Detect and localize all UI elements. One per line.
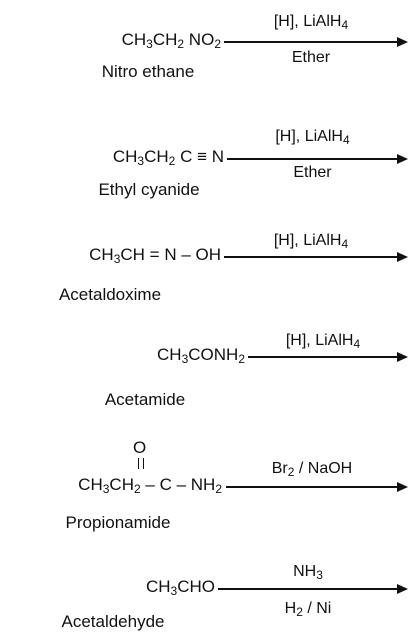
- double-bond-line: [138, 458, 140, 469]
- text-run: [H], LiAlH: [273, 232, 342, 249]
- subscript: 4: [341, 237, 349, 251]
- reaction-arrow: [248, 356, 398, 358]
- reagent-above-arrow: [H], LiAlH4: [221, 232, 401, 250]
- text-run: Ether: [293, 164, 332, 181]
- text-run: Ether: [291, 49, 331, 66]
- reactant-formula: CH3CHO: [146, 577, 215, 597]
- reactant-name: Acetaldoxime: [58, 285, 162, 304]
- text-run: CH: [145, 577, 171, 596]
- subscript: 2: [215, 482, 222, 496]
- text-run: [H], LiAlH: [275, 128, 343, 145]
- subscript: 3: [181, 352, 189, 366]
- text-run: CH: [152, 30, 178, 49]
- reactant-formula: CH3CH2 C ≡ N: [113, 147, 224, 167]
- text-run: CH: [78, 475, 103, 494]
- subscript: 2: [287, 465, 295, 479]
- text-run: CH: [121, 30, 147, 49]
- text-run: CH = N – OH: [120, 245, 221, 264]
- reactant-name: Ethyl cyanide: [98, 180, 200, 199]
- subscript: 4: [342, 133, 350, 147]
- text-run: C ≡ N: [175, 147, 224, 166]
- reaction-arrow: [224, 41, 398, 43]
- text-run: CH: [112, 147, 138, 166]
- arrow-head: [397, 36, 408, 47]
- subscript: 2: [214, 37, 221, 51]
- text-run: / NaOH: [294, 460, 353, 477]
- arrow-head: [397, 153, 408, 164]
- text-run: CHO: [177, 577, 215, 596]
- text-run: [H], LiAlH: [273, 13, 342, 30]
- subscript: 3: [137, 154, 145, 168]
- text-run: CONH: [188, 345, 239, 364]
- reaction-arrow: [226, 486, 398, 488]
- subscript: 4: [341, 18, 349, 32]
- text-run: H: [284, 600, 297, 617]
- reaction-arrow: [227, 158, 398, 160]
- double-bond-line: [143, 458, 145, 469]
- subscript: 3: [113, 252, 121, 266]
- reaction-arrow: [224, 256, 398, 258]
- reagent-above-arrow: Br2 / NaOH: [222, 460, 402, 478]
- subscript: 2: [238, 352, 245, 366]
- subscript: 2: [296, 605, 303, 619]
- arrow-head: [397, 251, 408, 262]
- reagent-above-arrow: [H], LiAlH4: [233, 332, 413, 350]
- reactant-name: Propionamide: [65, 513, 171, 532]
- text-run: CH: [89, 245, 114, 264]
- subscript: 2: [168, 154, 176, 168]
- arrow-head: [397, 583, 408, 594]
- reactant-formula: CH3CH = N – OH: [89, 245, 221, 265]
- text-run: CH: [144, 147, 169, 166]
- subscript: 3: [102, 482, 110, 496]
- reactant-formula: CH3CONH2: [157, 345, 245, 365]
- subscript: 3: [146, 37, 153, 51]
- carbonyl-oxygen: O: [133, 438, 147, 457]
- condition-below-arrow: Ether: [221, 49, 401, 67]
- reactant-formula: CH3CH2 NO2: [122, 30, 221, 50]
- arrow-head: [397, 481, 408, 492]
- text-run: [H], LiAlH: [285, 332, 354, 349]
- subscript: 3: [170, 584, 178, 598]
- subscript: 2: [133, 482, 141, 496]
- reactant-name: Acetaldehyde: [61, 612, 165, 631]
- text-run: NO: [184, 30, 215, 49]
- text-run: CH: [109, 475, 134, 494]
- reactant-formula: CH3CH2 – C – NH2: [78, 475, 222, 495]
- text-run: CH: [157, 345, 182, 364]
- text-run: NH: [293, 563, 317, 580]
- reagent-above-arrow: NH3: [218, 563, 398, 581]
- reagent-above-arrow: [H], LiAlH4: [221, 13, 401, 31]
- text-run: – C – NH: [140, 475, 216, 494]
- condition-below-arrow: Ether: [223, 164, 403, 182]
- arrow-head: [397, 351, 408, 362]
- condition-below-arrow: H2 / Ni: [218, 600, 398, 618]
- reaction-arrow: [218, 588, 398, 590]
- subscript: 4: [353, 337, 361, 351]
- text-run: Br: [271, 460, 288, 477]
- subscript: 2: [177, 37, 185, 51]
- text-run: / Ni: [302, 600, 332, 617]
- reactant-name: Acetamide: [104, 390, 186, 409]
- reactant-name: Nitro ethane: [101, 62, 195, 81]
- subscript: 3: [316, 568, 323, 582]
- reagent-above-arrow: [H], LiAlH4: [223, 128, 403, 146]
